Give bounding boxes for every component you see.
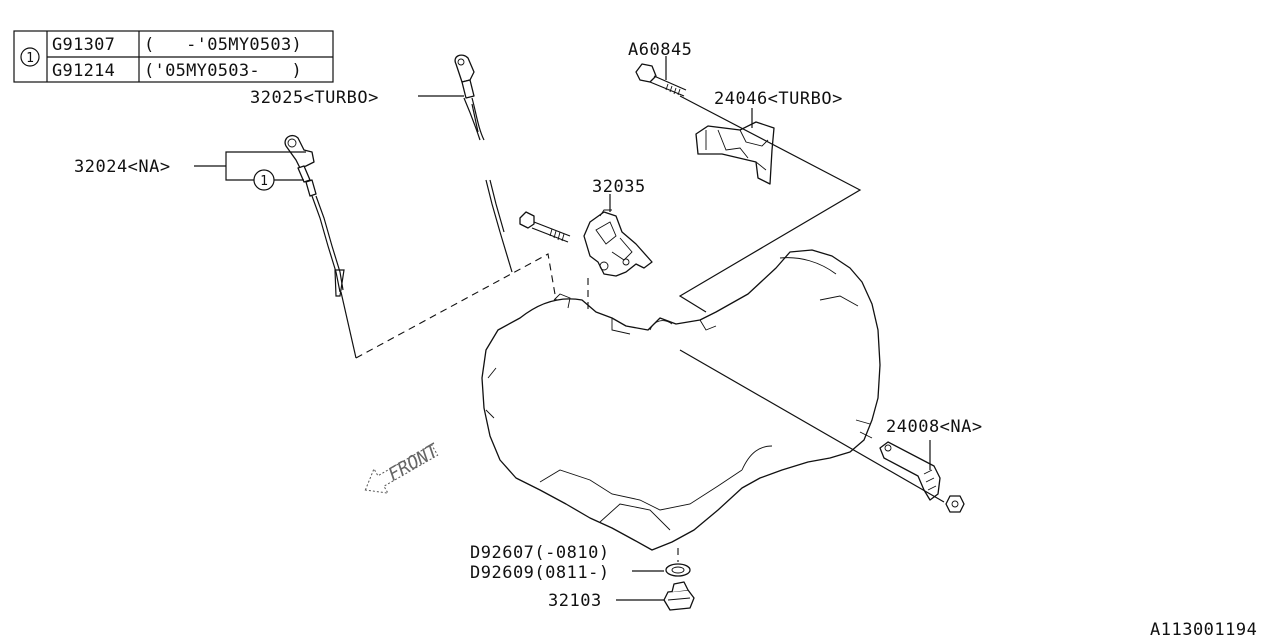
ref-mark-circle (253, 169, 275, 191)
legend-table: 1 G91307 ( -'05MY0503) G91214 ('05MY0503… (13, 30, 334, 83)
oil-gauge-na (284, 134, 345, 297)
legend-part-number: G91214 (52, 61, 115, 81)
gauge-guide-bracket (583, 209, 653, 277)
callout-24046: 24046<TURBO> (714, 89, 843, 109)
leader-line (340, 291, 357, 359)
oil-gauge-turbo (454, 54, 505, 233)
ref-mark-label: 1 (260, 174, 268, 189)
bracket-bolt (519, 211, 571, 243)
leader-line (678, 95, 862, 313)
ref-mark-circle (20, 47, 40, 67)
nut (945, 495, 965, 513)
gasket (665, 563, 691, 577)
bolt-a60845 (635, 63, 687, 97)
hidden-line (355, 253, 557, 359)
front-label: FRONT (385, 440, 443, 486)
legend-date-range: ( -'05MY0503) (144, 35, 302, 55)
drain-plug (663, 581, 695, 611)
leader-line (499, 231, 513, 273)
diagram-id: A113001194 (1150, 620, 1257, 640)
ref-mark-label: 1 (26, 51, 34, 66)
callout-32025: 32025<TURBO> (250, 88, 379, 108)
legend-date-range: ('05MY0503- ) (144, 61, 302, 81)
callout-d92609: D92609(0811-) (470, 563, 610, 583)
callout-d92607: D92607(-0810) (470, 543, 610, 563)
leader-bracket (194, 151, 306, 181)
transmission-case (481, 249, 881, 551)
leader-line (679, 349, 945, 503)
callout-32103: 32103 (548, 591, 602, 611)
callout-24008: 24008<NA> (886, 417, 983, 437)
legend-part-number: G91307 (52, 35, 115, 55)
front-direction-arrow: FRONT (364, 440, 443, 494)
callout-32035: 32035 (592, 177, 646, 197)
callout-32024: 32024<NA> (74, 157, 171, 177)
bracket-24046 (695, 121, 775, 185)
bracket-24008 (879, 441, 941, 501)
callout-a60845: A60845 (628, 40, 692, 60)
